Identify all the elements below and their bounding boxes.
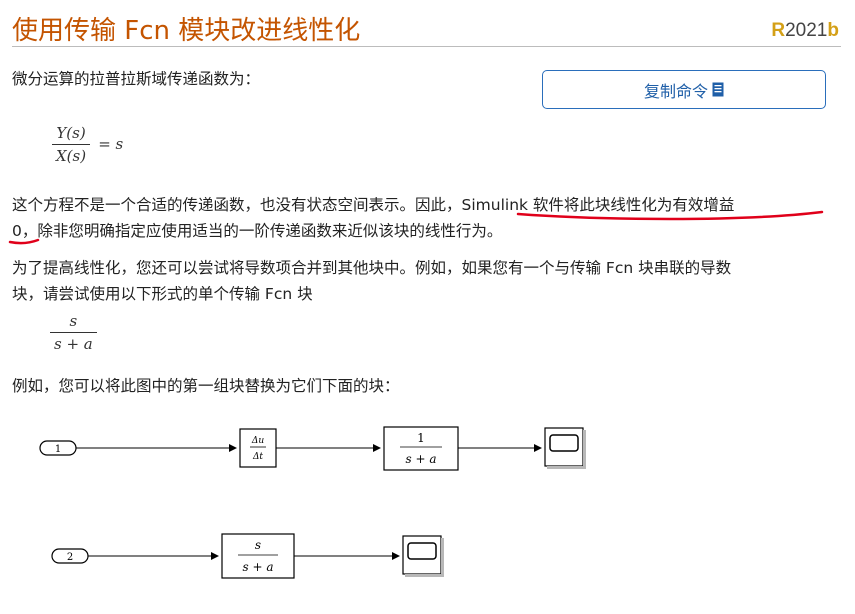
svg-text:s + a: s + a bbox=[406, 452, 437, 466]
eq1-rhs: = s bbox=[98, 135, 124, 153]
transfer-fcn-block-1[interactable]: 1 s + a bbox=[383, 426, 459, 471]
eq1-numerator: Y(s) bbox=[56, 124, 86, 142]
copy-command-label: 复制命令 bbox=[643, 81, 708, 101]
paragraph-1-line-1: 这个方程不是一个合适的传递函数，也没有状态空间表示。因此，Simulink 软件… bbox=[12, 196, 735, 214]
equation-suggested-form: s s + a bbox=[50, 312, 97, 353]
eq1-denominator: X(s) bbox=[56, 147, 87, 165]
inport-2-block[interactable]: 2 bbox=[51, 548, 89, 564]
paragraph-2-line-2: 块，请尝试使用以下形式的单个传输 Fcn 块 bbox=[12, 285, 313, 303]
annotated-zero: 0， bbox=[12, 222, 38, 240]
svg-text:2: 2 bbox=[67, 552, 73, 563]
block-diagram: 1 Δu Δt 1 s + a 2 s s + a bbox=[39, 426, 586, 579]
copy-command-button[interactable]: 复制命令 bbox=[542, 70, 826, 109]
inport-1-block[interactable]: 1 bbox=[39, 440, 77, 456]
annotated-text: Simulink 软件将此块线性化为有效增益 bbox=[461, 196, 735, 214]
eq2-numerator: s bbox=[69, 312, 78, 330]
equation-transfer: Y(s) X(s) = s bbox=[52, 124, 123, 165]
title-divider bbox=[12, 46, 841, 47]
page-title: 使用传输 Fcn 模块改进线性化 bbox=[12, 16, 361, 46]
scope-block-1[interactable] bbox=[544, 427, 586, 469]
svg-text:Δt: Δt bbox=[252, 452, 263, 462]
paragraph-3: 例如，您可以将此图中的第一组块替换为它们下面的块： bbox=[12, 377, 400, 395]
transfer-fcn-block-2[interactable]: s s + a bbox=[221, 533, 295, 579]
document-icon bbox=[712, 82, 724, 97]
derivative-block[interactable]: Δu Δt bbox=[239, 428, 277, 468]
svg-text:s + a: s + a bbox=[243, 560, 274, 574]
paragraph-1-line-2: 0，除非您明确指定应使用适当的一阶传递函数来近似该块的线性行为。 bbox=[12, 222, 503, 240]
eq2-denominator: s + a bbox=[54, 335, 93, 353]
paragraph-2-line-1: 为了提高线性化，您还可以尝试将导数项合并到其他块中。例如，如果您有一个与传输 F… bbox=[12, 259, 732, 277]
svg-text:1: 1 bbox=[55, 444, 61, 455]
svg-text:1: 1 bbox=[417, 431, 425, 445]
svg-text:s: s bbox=[255, 538, 261, 552]
red-underline-annotation bbox=[8, 210, 824, 245]
svg-text:Δu: Δu bbox=[251, 436, 264, 446]
intro-text: 微分运算的拉普拉斯域传递函数为： bbox=[12, 70, 261, 88]
release-badge: R2021b bbox=[771, 20, 839, 41]
scope-block-2[interactable] bbox=[402, 535, 444, 577]
